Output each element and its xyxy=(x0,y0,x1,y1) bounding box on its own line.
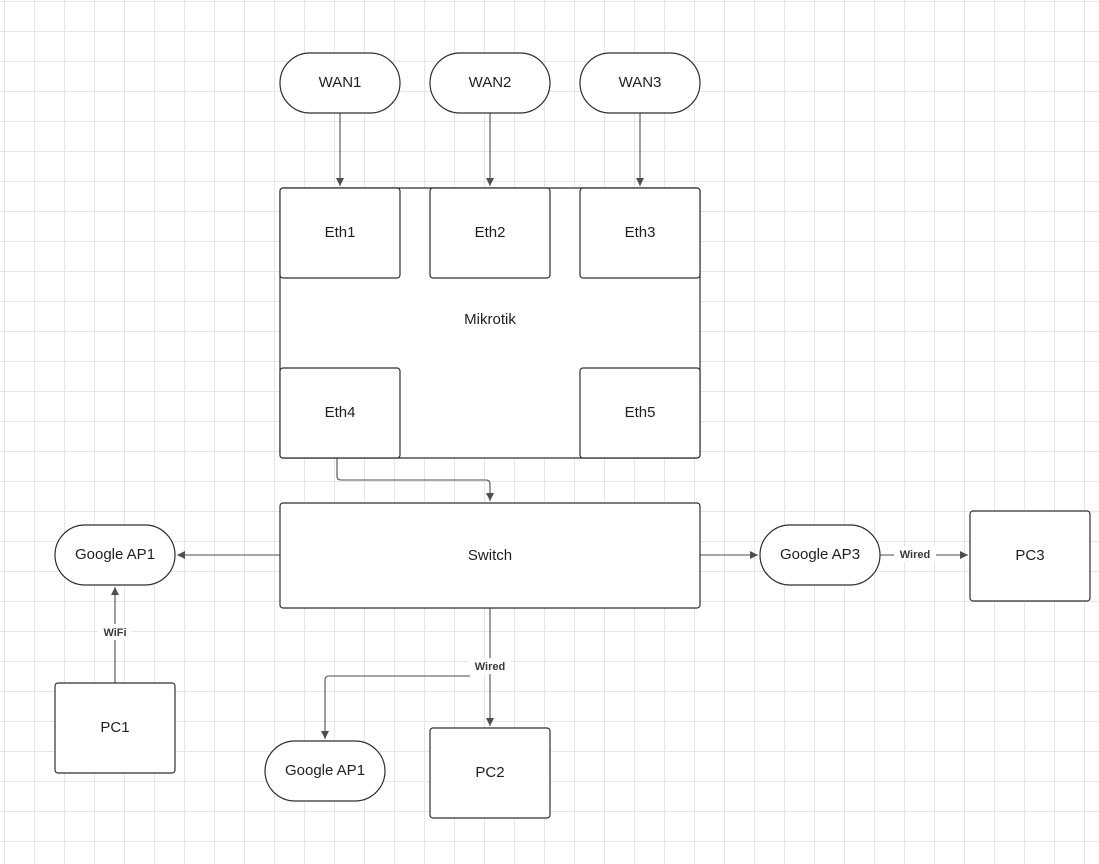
switch-label: Switch xyxy=(468,547,512,564)
edge-label-wired-bottom: Wired xyxy=(475,661,505,673)
pc3-node[interactable]: PC3 xyxy=(969,510,1091,602)
eth3-port[interactable]: Eth3 xyxy=(579,187,701,279)
google-ap1-bottom-label: Google AP1 xyxy=(285,762,365,779)
pc1-node[interactable]: PC1 xyxy=(54,682,176,774)
pc2-node[interactable]: PC2 xyxy=(429,727,551,819)
wan3-node[interactable]: WAN3 xyxy=(579,52,701,114)
pc2-label: PC2 xyxy=(475,764,504,781)
wan3-label: WAN3 xyxy=(619,74,662,91)
eth3-label: Eth3 xyxy=(625,224,656,241)
mikrotik-label: Mikrotik xyxy=(464,311,516,328)
edge-label-wifi: WiFi xyxy=(103,627,126,639)
edge-eth4-switch[interactable] xyxy=(336,458,494,501)
eth1-port[interactable]: Eth1 xyxy=(279,187,401,279)
google-ap1-left-node[interactable]: Google AP1 xyxy=(54,524,176,586)
wan1-label: WAN1 xyxy=(319,74,362,91)
wan2-label: WAN2 xyxy=(469,74,512,91)
switch-node[interactable]: Switch xyxy=(279,502,701,609)
eth4-port[interactable]: Eth4 xyxy=(279,367,401,459)
eth5-port[interactable]: Eth5 xyxy=(579,367,701,459)
eth4-label: Eth4 xyxy=(325,404,356,421)
edge-label-wired-right: Wired xyxy=(900,549,930,561)
pc3-label: PC3 xyxy=(1015,547,1044,564)
eth2-label: Eth2 xyxy=(475,224,506,241)
google-ap3-node[interactable]: Google AP3 xyxy=(759,524,881,586)
eth5-label: Eth5 xyxy=(625,404,656,421)
eth2-port[interactable]: Eth2 xyxy=(429,187,551,279)
google-ap1-left-label: Google AP1 xyxy=(75,546,155,563)
wan1-node[interactable]: WAN1 xyxy=(279,52,401,114)
eth1-label: Eth1 xyxy=(325,224,356,241)
edge-switch-google-ap1-bottom[interactable] xyxy=(321,675,470,739)
google-ap1-bottom-node[interactable]: Google AP1 xyxy=(264,740,386,802)
google-ap3-label: Google AP3 xyxy=(780,546,860,563)
pc1-label: PC1 xyxy=(100,719,129,736)
wan2-node[interactable]: WAN2 xyxy=(429,52,551,114)
edge-labels: WiFi Wired Wired xyxy=(98,546,936,674)
